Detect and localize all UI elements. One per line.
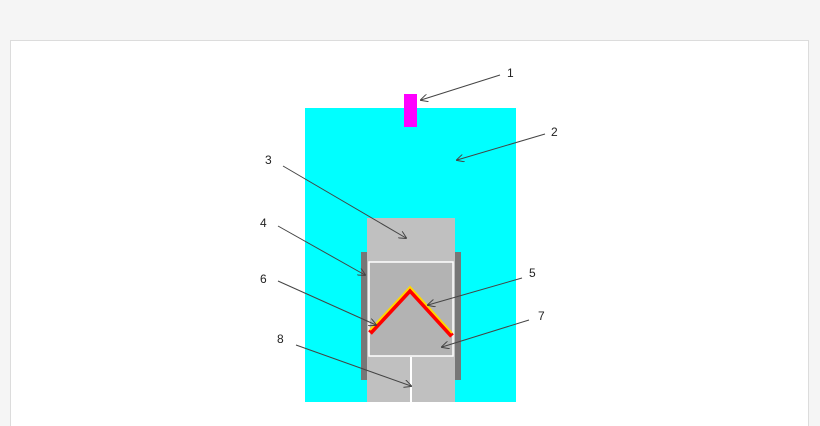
callout-label-1: 1 [507,66,514,80]
heater-element-inner [369,285,453,334]
callout-label-8: 8 [277,332,284,346]
leader-line-8 [295,344,411,386]
chamber [368,261,454,357]
right-side-plate [455,252,461,380]
callout-label-2: 2 [551,125,558,139]
leader-line-2 [457,133,546,160]
leader-line-3 [282,165,406,238]
callout-label-4: 4 [260,216,267,230]
callout-label-6: 6 [260,272,267,286]
heater-element-outer [368,286,454,338]
left-side-plate [361,252,367,380]
top-marker [404,94,417,127]
leader-line-1 [421,74,501,100]
leader-line-5 [428,277,523,305]
leader-line-6 [277,280,376,325]
leader-line-7 [442,319,530,347]
callout-label-3: 3 [265,153,272,167]
callout-label-7: 7 [538,309,545,323]
callout-label-5: 5 [529,266,536,280]
leader-line-4 [277,225,365,275]
leader-lines [277,74,546,386]
